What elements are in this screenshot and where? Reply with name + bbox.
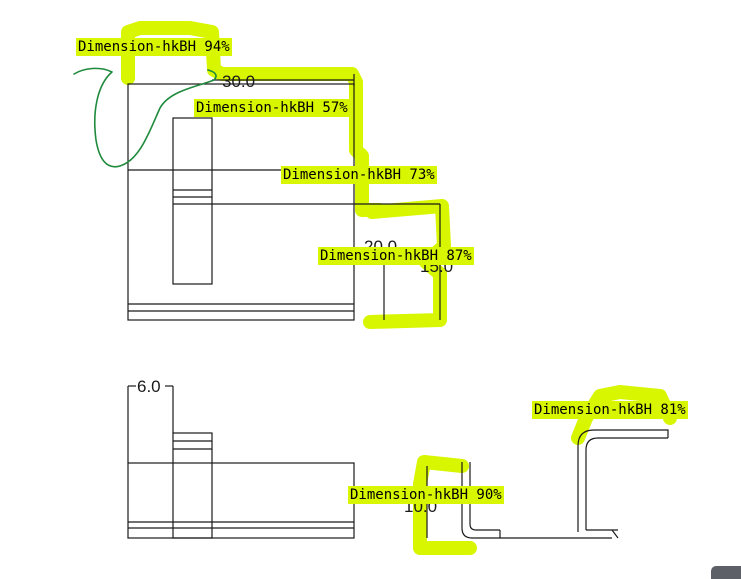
detection-label-6: Dimension-hkBH 90% — [348, 486, 504, 504]
highlight-stroke-top-left — [121, 21, 387, 217]
detection-label-2: Dimension-hkBH 57% — [194, 99, 350, 117]
c-profile-outer — [577, 429, 669, 532]
highlight-stroke-bottom-mid — [413, 455, 477, 555]
c-profile-base-end — [611, 529, 619, 539]
l-profile-inner — [469, 462, 500, 531]
highlight-stroke-bottom-right — [571, 385, 677, 445]
detection-label-3: Dimension-hkBH 73% — [281, 166, 437, 184]
detection-label-4: Dimension-hkBH 87% — [318, 247, 474, 265]
drawing-lines — [127, 74, 669, 539]
scroll-button-icon[interactable] — [711, 566, 741, 579]
dim-text-top-width: 30.0 — [222, 72, 255, 91]
detection-label-5: Dimension-hkBH 81% — [532, 401, 688, 419]
top-view-outline — [127, 83, 355, 321]
top-view-post — [172, 117, 213, 285]
dim-text-bottom-left-width: 6.0 — [137, 377, 161, 396]
hand-drawn-ink-stroke — [73, 67, 217, 168]
detection-label-1: Dimension-hkBH 94% — [76, 38, 232, 56]
l-profile-outer — [461, 462, 612, 539]
c-profile-inner — [585, 437, 668, 530]
side-view-post — [172, 432, 213, 539]
side-view-outline — [127, 462, 355, 539]
